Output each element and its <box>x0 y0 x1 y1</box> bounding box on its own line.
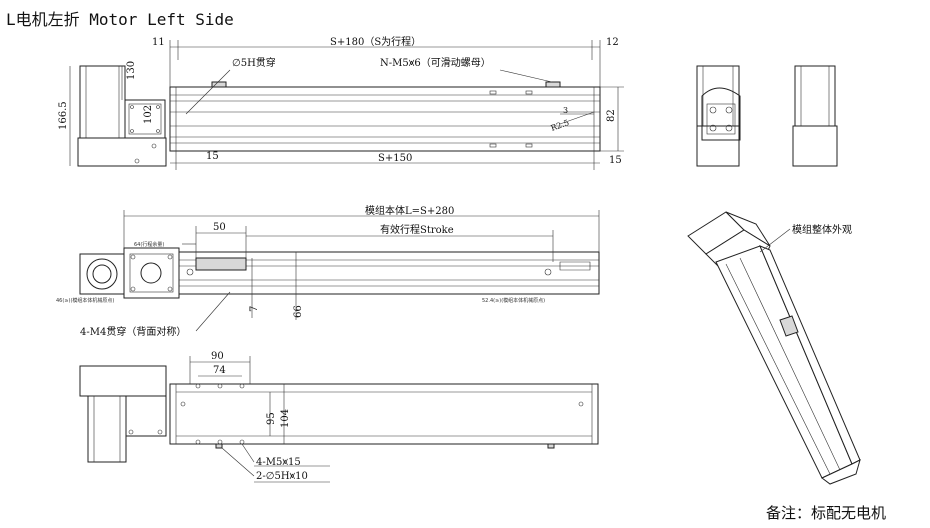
note-5h-through: ∅5H贯穿 <box>232 56 276 69</box>
dim-50: 50 <box>213 222 226 233</box>
iso-view: 模组整体外观 <box>687 211 861 485</box>
motor-cover <box>79 365 167 397</box>
note-m5-depth: 4-M5⩙15 <box>256 457 301 468</box>
rail-top <box>178 251 600 295</box>
dim-95: 95 <box>266 412 277 425</box>
dim-s180: S+180（S为行程） <box>330 35 421 48</box>
dim-166-5: 166.5 <box>58 101 69 130</box>
note-m5-nut: N-M5⩙6（可滑动螺母） <box>380 57 491 69</box>
iso-label: 模组整体外观 <box>792 223 852 236</box>
dim-s150: S+150 <box>378 153 412 164</box>
tiny-label-top: 64(行程余量) <box>134 241 164 248</box>
motor-base-block <box>77 137 167 167</box>
dim-body-length: 模组本体L=S+280 <box>365 204 454 217</box>
bottom-view: 90 74 95 104 4-M5⩙15 2-∅5H⩙10 <box>79 351 599 483</box>
dim-74: 74 <box>213 365 226 376</box>
dim-12: 12 <box>606 37 619 48</box>
dim-15-left: 15 <box>206 151 219 162</box>
dim-66: 66 <box>293 305 304 318</box>
side-view-left <box>696 65 741 167</box>
side-view-right <box>792 65 838 167</box>
dim-102: 102 <box>143 105 154 124</box>
dim-130: 130 <box>126 61 137 80</box>
rail-body <box>169 86 601 152</box>
drawing-title: L电机左折 Motor Left Side <box>6 10 234 29</box>
slider-carriage <box>195 257 247 271</box>
front-view: 11 S+180（S为行程） 12 ∅5H贯穿 N-M5⩙6（可滑动螺母） 16… <box>58 35 624 170</box>
note-hole-depth: 2-∅5H⩙10 <box>256 471 308 482</box>
dim-stroke: 有效行程Stroke <box>380 223 454 236</box>
dim-104: 104 <box>280 409 291 428</box>
top-view: 模组本体L=S+280 50 有效行程Stroke 64(行程余量) 46(≥)… <box>56 204 600 338</box>
mini-3: 3 <box>563 106 568 115</box>
dim-11: 11 <box>152 37 165 48</box>
rail-bottom <box>169 383 599 445</box>
tiny-label-right: 52.4(≥)(模组本体机械原点) <box>482 297 545 304</box>
dim-90: 90 <box>211 351 224 362</box>
dim-15-right: 15 <box>609 155 622 166</box>
footer-note: 备注：标配无电机 <box>766 504 886 522</box>
dim-82: 82 <box>606 109 617 122</box>
tiny-label-left: 46(≥)(模组本体机械原点) <box>56 297 114 304</box>
motor-body <box>79 65 126 139</box>
note-m4-through: 4-M4贯穿（背面对称） <box>80 325 186 338</box>
dim-7: 7 <box>249 306 260 312</box>
motor-flange <box>124 99 166 139</box>
